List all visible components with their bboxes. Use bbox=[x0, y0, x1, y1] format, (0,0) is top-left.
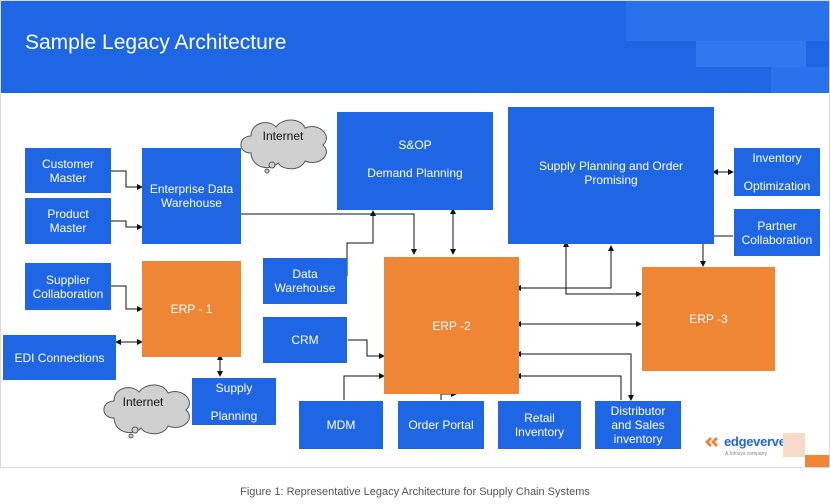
edgeverve-logo: edgeverve bbox=[703, 434, 786, 449]
retail-inventory-box: Retail Inventory bbox=[498, 401, 581, 449]
supply-planning-box: Supply Planning bbox=[192, 378, 276, 425]
header-decoration bbox=[626, 1, 829, 41]
erp-3-box: ERP -3 bbox=[642, 267, 775, 371]
erp-1-box: ERP - 1 bbox=[142, 261, 241, 357]
corner-decoration bbox=[805, 455, 829, 467]
product-master-box: Product Master bbox=[25, 198, 111, 244]
internet-label: Internet bbox=[262, 129, 304, 143]
enterprise-data-warehouse-box: Enterprise Data Warehouse bbox=[142, 148, 241, 244]
slide-title: Sample Legacy Architecture bbox=[25, 31, 287, 54]
header-decoration bbox=[771, 67, 829, 93]
slide: Sample Legacy Architecture bbox=[0, 0, 830, 468]
data-warehouse-box: Data Warehouse bbox=[263, 258, 347, 304]
customer-master-box: Customer Master bbox=[25, 148, 111, 193]
edgeverve-mark-icon bbox=[705, 436, 718, 447]
edi-connections-box: EDI Connections bbox=[3, 335, 116, 380]
figure-caption: Figure 1: Representative Legacy Architec… bbox=[240, 486, 590, 498]
logo-text: edgeverve bbox=[724, 434, 786, 449]
header-bar: Sample Legacy Architecture bbox=[1, 1, 829, 93]
erp-2-box: ERP -2 bbox=[384, 257, 519, 394]
snop-demand-planning-box: S&OP Demand Planning bbox=[337, 112, 493, 210]
mdm-box: MDM bbox=[299, 401, 383, 449]
distributor-sales-inventory-box: Distributor and Sales inventory bbox=[595, 401, 681, 449]
logo-tagline: A Infosys company bbox=[725, 451, 767, 457]
cloud-icon bbox=[103, 384, 190, 439]
inventory-optimization-box: Inventory Optimization bbox=[734, 148, 820, 196]
crm-box: CRM bbox=[263, 317, 347, 363]
order-portal-box: Order Portal bbox=[398, 401, 484, 449]
partner-collaboration-box: Partner Collaboration bbox=[734, 209, 820, 256]
header-decoration bbox=[696, 41, 806, 67]
supply-planning-order-promising-box: Supply Planning and Order Promising bbox=[508, 107, 714, 244]
supplier-collaboration-box: Supplier Collaboration bbox=[25, 263, 111, 310]
cloud-icon bbox=[240, 119, 327, 174]
internet-label: Internet bbox=[122, 395, 164, 409]
corner-decoration bbox=[783, 433, 805, 457]
